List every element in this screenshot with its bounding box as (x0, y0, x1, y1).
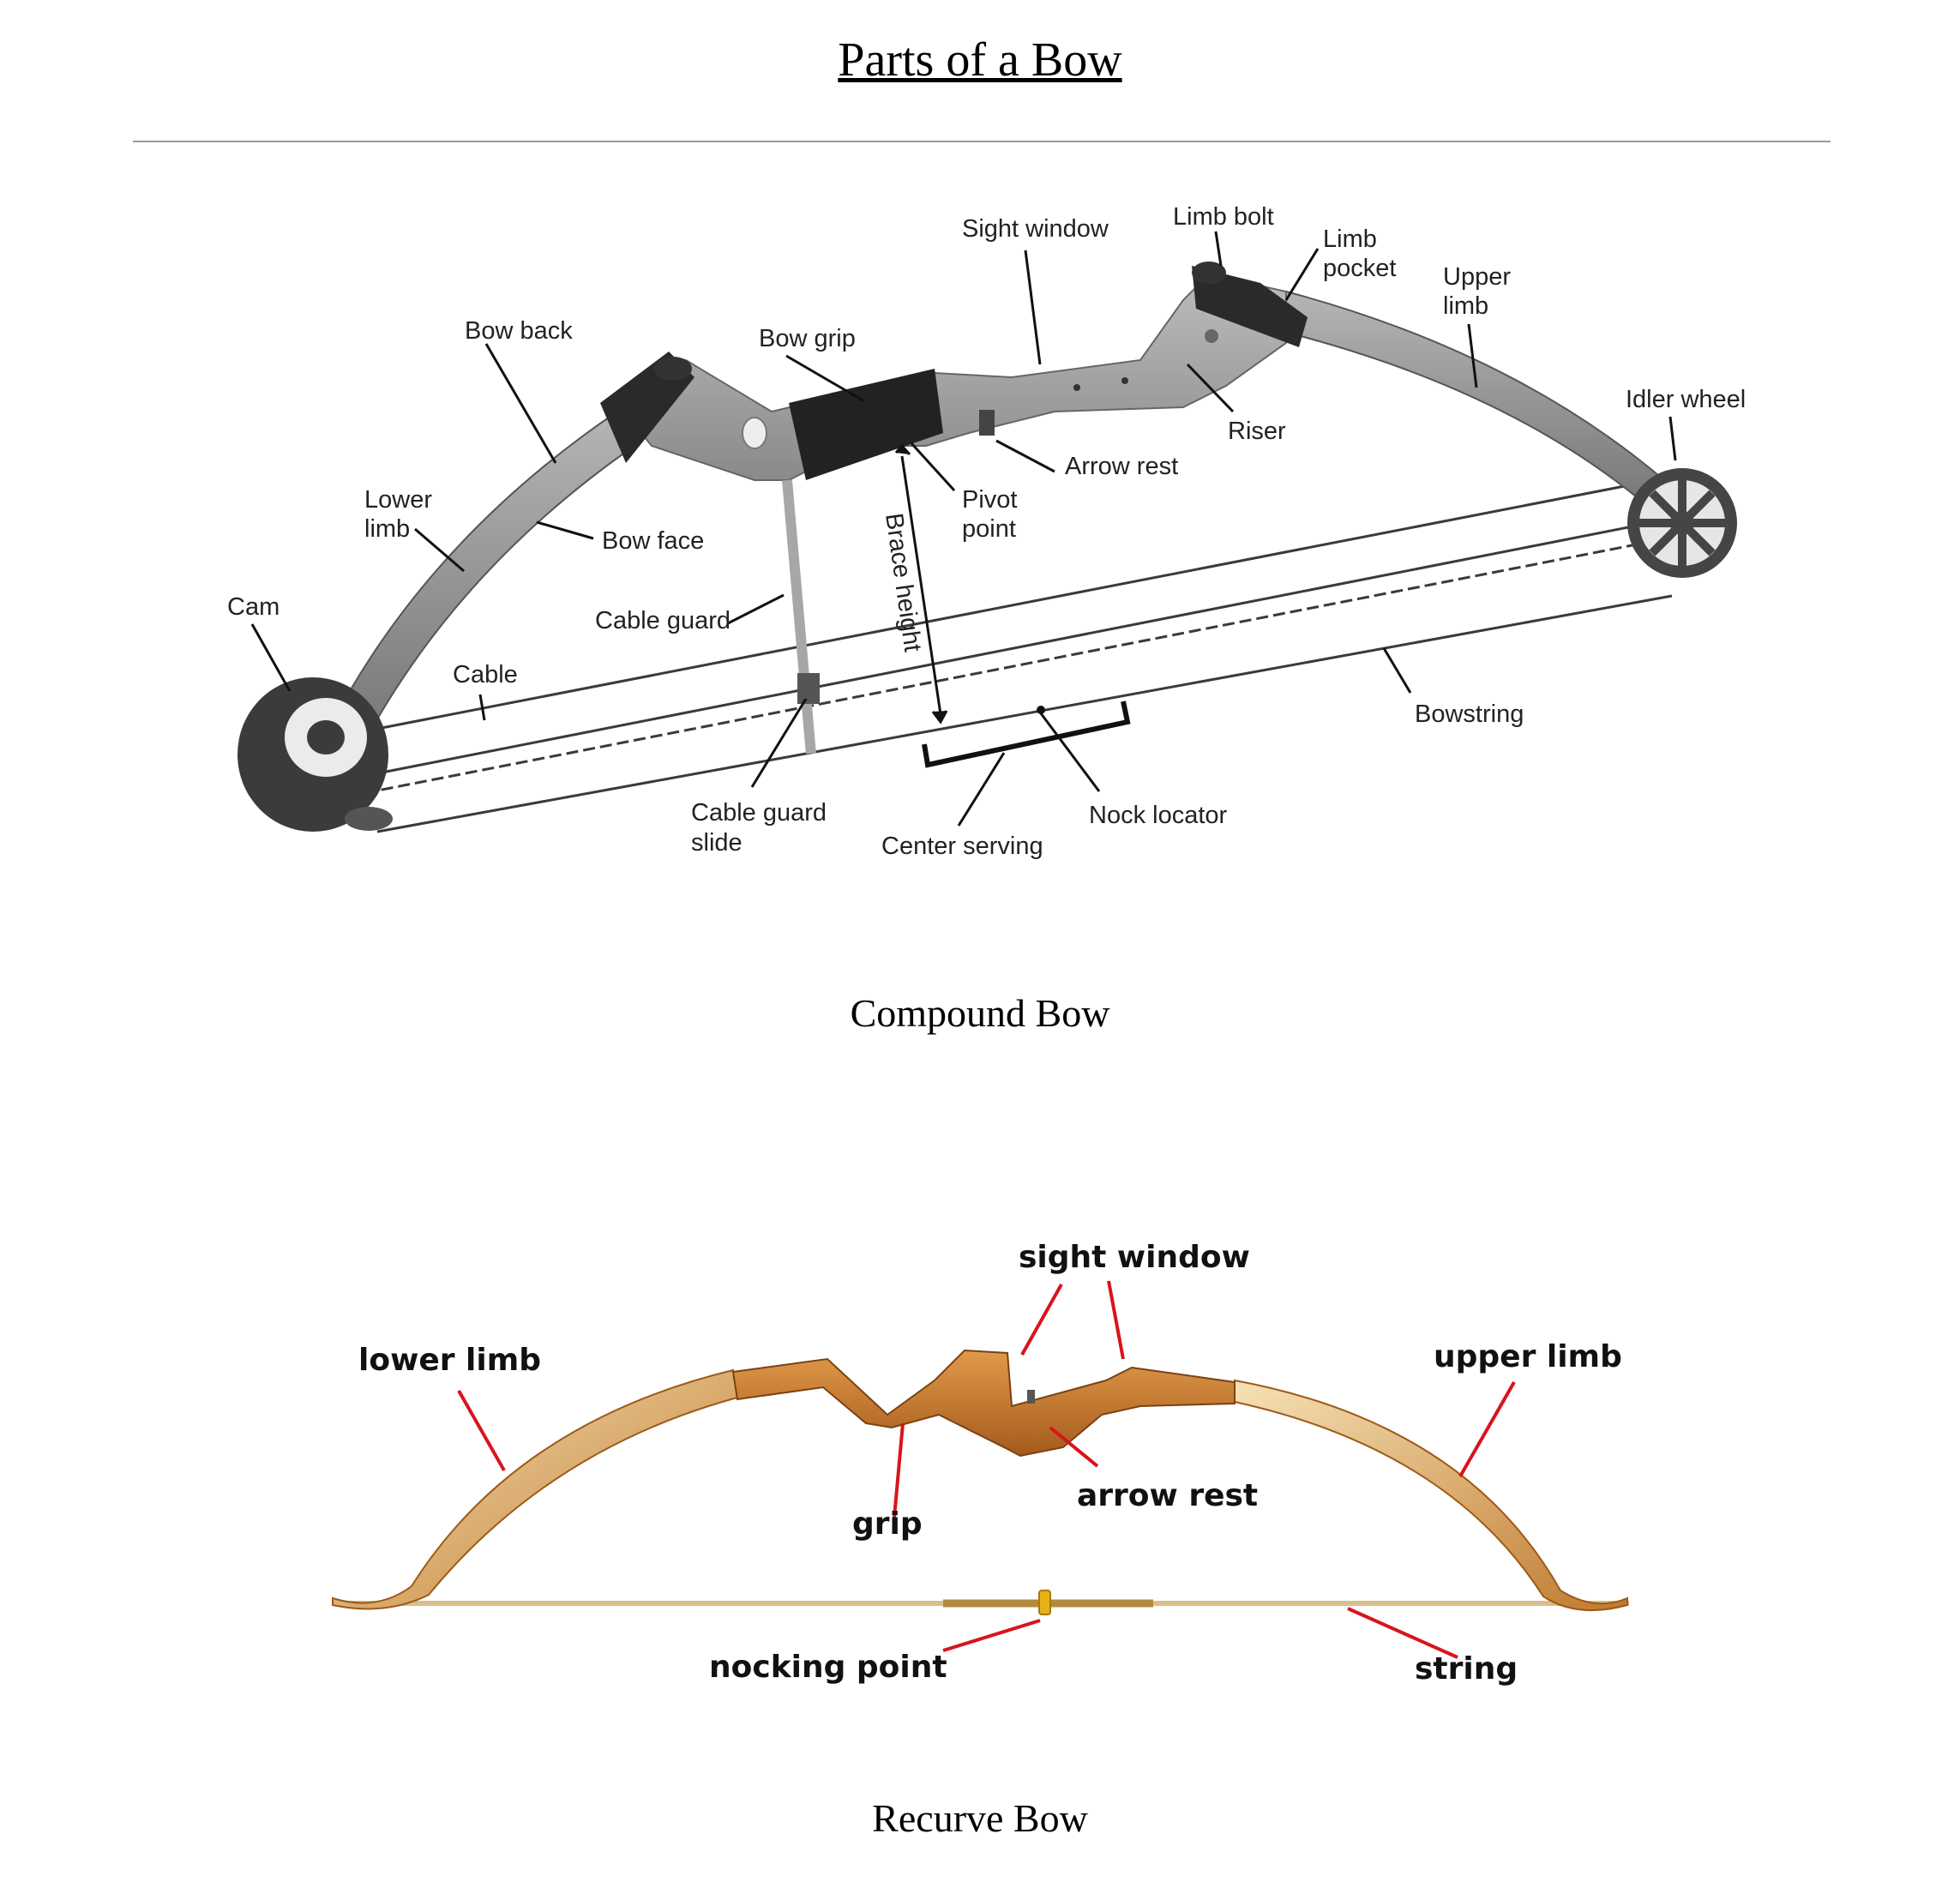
label-grip-recurve: grip (852, 1506, 923, 1542)
label-upper-limb-2: limb (1443, 292, 1488, 320)
label-pivot-point-2: point (962, 515, 1016, 543)
label-cable-guard: Cable guard (595, 607, 730, 634)
label-upper-limb-1: Upper (1443, 263, 1511, 291)
upper-limb-pocket-shape (1192, 266, 1308, 347)
arrow-rest-shape (979, 410, 995, 436)
label-sight-window: Sight window (962, 215, 1109, 243)
brace-height-arrow-top (894, 443, 911, 456)
label-nocking-point-recurve: nocking point (709, 1650, 947, 1685)
cable-line (376, 483, 1634, 731)
riser-screw (1073, 384, 1080, 391)
label-nock-locator: Nock locator (1089, 802, 1228, 829)
label-riser: Riser (1228, 418, 1286, 445)
recurve-bow-illustration (332, 1349, 1629, 1615)
label-idler-wheel: Idler wheel (1626, 386, 1746, 413)
label-sight-window-recurve: sight window (1019, 1240, 1250, 1275)
label-center-serving: Center serving (881, 833, 1043, 860)
label-limb-bolt: Limb bolt (1173, 203, 1274, 231)
cable-guard-rod (782, 479, 816, 755)
label-bowstring: Bowstring (1415, 700, 1524, 728)
label-brace-height: Brace height (880, 512, 926, 654)
label-limb-pocket-1: Limb (1323, 225, 1377, 253)
brace-height-arrow-bottom (931, 710, 948, 725)
compound-bow-caption: Compound Bow (850, 991, 1110, 1035)
label-bow-grip: Bow grip (759, 325, 856, 352)
recurve-riser-shape (731, 1349, 1236, 1458)
label-pivot-point-1: Pivot (962, 486, 1017, 514)
bowstring-line (376, 594, 1673, 833)
recurve-labels: sight window lower limb upper limb arrow… (358, 1240, 1622, 1687)
cable-line-2 (364, 517, 1673, 778)
recurve-upper-limb-shape (1234, 1379, 1628, 1612)
recurve-arrow-rest-shape (1027, 1390, 1035, 1404)
recurve-nocking-point-shape (1038, 1590, 1051, 1615)
label-cable-guard-slide-1: Cable guard (691, 799, 827, 827)
idler-wheel (1627, 468, 1737, 578)
label-cable-guard-slide-2: slide (691, 829, 743, 857)
label-bow-back: Bow back (465, 317, 573, 345)
upper-limb-bolt-shape (1192, 262, 1226, 284)
recurve-bow-caption: Recurve Bow (872, 1796, 1088, 1840)
nock-locator-dot (1037, 706, 1045, 714)
label-arrow-rest: Arrow rest (1065, 453, 1178, 480)
bow-grip-shape (789, 369, 943, 480)
cable-guard-slide-shape (797, 673, 820, 704)
riser-screw-2 (1121, 377, 1128, 384)
label-cam: Cam (227, 593, 280, 621)
compound-leader-lines (250, 231, 1677, 827)
riser-hole (1205, 329, 1218, 343)
recurve-lower-limb-shape (332, 1368, 739, 1610)
page-title: Parts of a Bow (838, 33, 1122, 87)
label-bow-face: Bow face (602, 527, 704, 555)
label-lower-limb-2: limb (364, 515, 410, 543)
lower-limb-bolt-shape (654, 357, 692, 381)
compound-labels: Sight window Limb bolt Limb pocket Upper… (227, 203, 1746, 860)
label-arrow-rest-recurve: arrow rest (1077, 1478, 1258, 1513)
label-string-recurve: string (1415, 1651, 1518, 1687)
compound-bow-illustration (237, 262, 1737, 833)
label-lower-limb-recurve: lower limb (358, 1343, 541, 1378)
brace-height-arrow (900, 455, 942, 715)
label-cable: Cable (453, 661, 518, 688)
label-limb-pocket-2: pocket (1323, 255, 1396, 282)
center-serving-bracket (922, 700, 1131, 768)
title-divider (133, 141, 1831, 142)
riser-logo-shape (742, 417, 767, 449)
cam-wheel (237, 677, 393, 832)
label-lower-limb-1: Lower (364, 486, 432, 514)
label-upper-limb-recurve: upper limb (1434, 1339, 1622, 1374)
riser-shape (616, 273, 1287, 481)
cable-line-3 (364, 534, 1681, 795)
recurve-leader-lines (457, 1280, 1516, 1659)
